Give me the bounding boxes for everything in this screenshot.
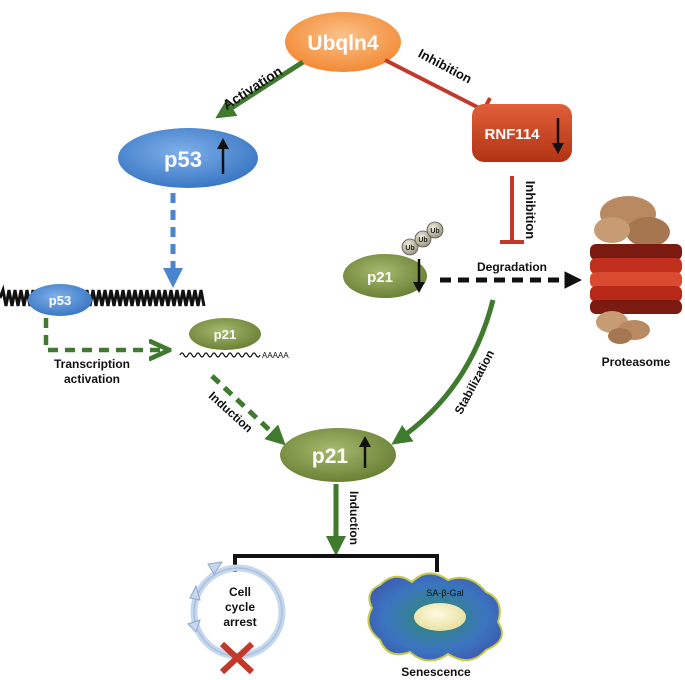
svg-text:Ub: Ub (418, 237, 427, 244)
proteasome-icon (590, 196, 682, 344)
up-arrow-icon (217, 138, 229, 174)
svg-text:Ub: Ub (405, 245, 414, 252)
p21-ub-label: p21 (367, 269, 393, 286)
mrna-tail-label: AAAAA (262, 351, 289, 360)
cell-cycle-label-1: Cell (229, 585, 251, 599)
nucleus (414, 603, 466, 631)
p53-dna-label: p53 (49, 293, 71, 308)
cell-cycle-label-3: arrest (223, 615, 256, 629)
p21-mrna-node (189, 318, 261, 350)
red-x-icon (219, 641, 255, 675)
rnf114-label: RNF114 (484, 126, 540, 143)
ubqln4-node (285, 12, 401, 72)
down-arrow-icon (552, 118, 564, 154)
ubiquitin-chain: Ub Ub Ub (401, 221, 444, 256)
down-arrow-icon (413, 259, 425, 293)
induction-label-1: Induction (206, 389, 255, 436)
rnf114-node (472, 104, 572, 162)
p21-label: p21 (312, 445, 349, 468)
transcription-arrow (43, 318, 160, 350)
svg-text:Ub: Ub (430, 228, 439, 235)
up-arrow-icon (359, 436, 371, 468)
stabilization-arrow (391, 299, 496, 445)
cell-cycle-label-2: cycle (225, 600, 255, 614)
bracket (233, 554, 439, 572)
induction-label-2: Induction (347, 491, 361, 545)
degradation-label: Degradation (477, 260, 547, 274)
p21-ub-node (343, 254, 427, 298)
induction-arrow-1 (210, 374, 286, 446)
inhibition-arrow-1 (384, 58, 484, 112)
mrna-strand (179, 352, 261, 358)
p53-dna-node (28, 284, 92, 316)
ubqln4-label: Ubqln4 (307, 32, 378, 55)
p21-mrna-label: p21 (214, 327, 236, 342)
sa-beta-gal-label: SA-β-Gal (426, 588, 463, 598)
activation-arrow (215, 59, 305, 119)
proteasome-label: Proteasome (602, 355, 671, 369)
activation-label: Activation (220, 63, 285, 113)
p53-label: p53 (164, 147, 202, 172)
senescence-label: Senescence (401, 665, 471, 679)
inhibition-label-2: Inhibition (523, 181, 538, 240)
transcription-label-1: Transcription (54, 357, 130, 371)
transcription-label-2: activation (64, 372, 120, 386)
